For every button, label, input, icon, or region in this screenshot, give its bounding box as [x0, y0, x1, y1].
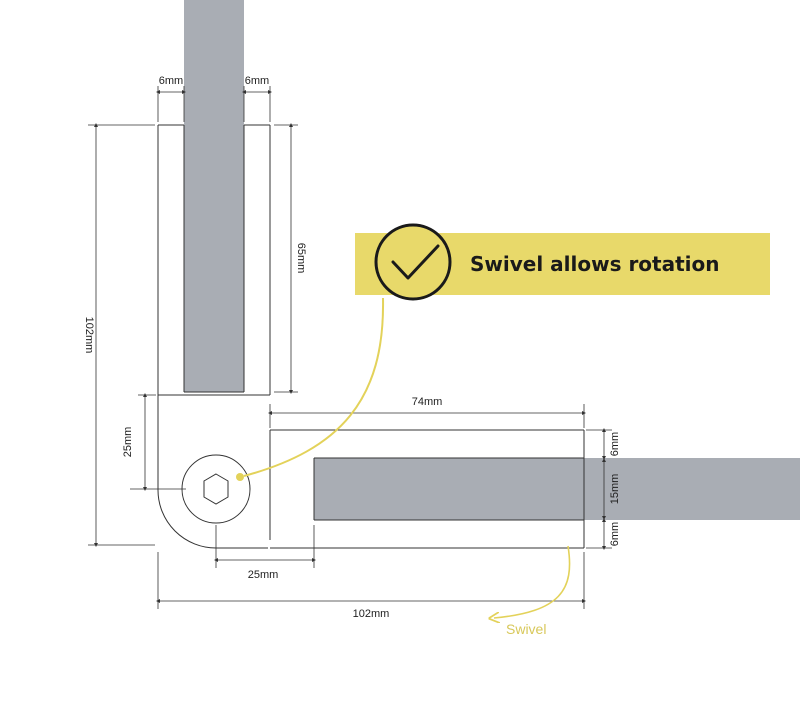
dim-overall-width: 102mm — [353, 608, 390, 620]
swivel-label: Swivel — [506, 621, 546, 637]
callout-leader — [243, 297, 385, 477]
dim-top-right-gap: 6mm — [245, 75, 269, 87]
pivot-bolt — [181, 454, 251, 524]
dim-overall-height: 102mm — [83, 317, 95, 354]
dim-pivot-offset: 25mm — [248, 569, 279, 581]
dim-pivot-height: 25mm — [122, 427, 134, 458]
dim-lower-gap: 6mm — [609, 522, 621, 546]
dim-glass-depth: 65mm — [295, 243, 307, 274]
check-icon — [391, 244, 440, 280]
dim-glass-thickness: 15mm — [609, 474, 621, 505]
dim-upper-gap: 6mm — [609, 432, 621, 456]
check-icon-circle — [374, 223, 452, 301]
horizontal-clamp — [269, 429, 585, 549]
dim-arm-length: 74mm — [412, 396, 443, 408]
swivel-arrow — [494, 545, 571, 618]
pivot-marker — [236, 473, 244, 481]
vertical-clamp — [157, 124, 271, 549]
callout-text: Swivel allows rotation — [470, 252, 720, 276]
dimension-lines — [88, 86, 612, 609]
horizontal-glass-panel — [314, 458, 800, 520]
vertical-glass-panel — [184, 0, 244, 392]
dim-top-left-gap: 6mm — [159, 75, 183, 87]
